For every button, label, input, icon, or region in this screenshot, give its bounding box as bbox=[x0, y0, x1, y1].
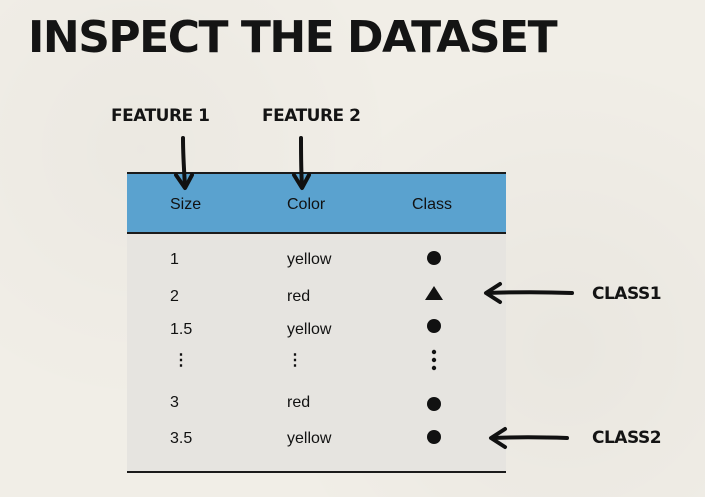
cell-color: yellow bbox=[287, 251, 332, 268]
class2-arrow-icon bbox=[489, 427, 569, 449]
cell-size-ellipsis: ⋮ bbox=[173, 352, 189, 369]
cell-size: 3.5 bbox=[170, 430, 193, 447]
class2-label: CLASS2 bbox=[592, 428, 662, 448]
header-color: Color bbox=[287, 196, 326, 213]
vertical-ellipsis-icon bbox=[431, 349, 437, 371]
cell-color-ellipsis: ⋮ bbox=[287, 352, 303, 369]
triangle-class-icon bbox=[425, 286, 443, 300]
class1-arrow-icon bbox=[484, 282, 574, 304]
cell-color: red bbox=[287, 288, 311, 305]
cell-color: yellow bbox=[287, 321, 332, 338]
circle-class-icon bbox=[427, 319, 441, 333]
class1-label: CLASS1 bbox=[592, 284, 662, 304]
cell-size: 2 bbox=[170, 288, 179, 305]
circle-class-icon bbox=[427, 251, 441, 265]
feature-2-label: FEATURE 2 bbox=[262, 106, 361, 126]
cell-size: 3 bbox=[170, 394, 179, 411]
cell-size: 1.5 bbox=[170, 321, 193, 338]
page-title: INSPECT THE DATASET bbox=[28, 12, 558, 63]
circle-class-icon bbox=[427, 430, 441, 444]
circle-class-icon bbox=[427, 397, 441, 411]
feature-1-arrow-icon bbox=[174, 136, 194, 190]
feature-2-arrow-icon bbox=[292, 136, 311, 190]
feature-1-label: FEATURE 1 bbox=[111, 106, 210, 126]
cell-color: red bbox=[287, 394, 311, 411]
table-header: Size Color Class bbox=[127, 174, 506, 234]
cell-size: 1 bbox=[170, 251, 179, 268]
cell-color: yellow bbox=[287, 430, 332, 447]
header-size: Size bbox=[170, 196, 202, 213]
header-class: Class bbox=[412, 196, 453, 213]
dataset-table: Size Color Class 1 yellow 2 red 1.5 yell… bbox=[127, 172, 506, 473]
